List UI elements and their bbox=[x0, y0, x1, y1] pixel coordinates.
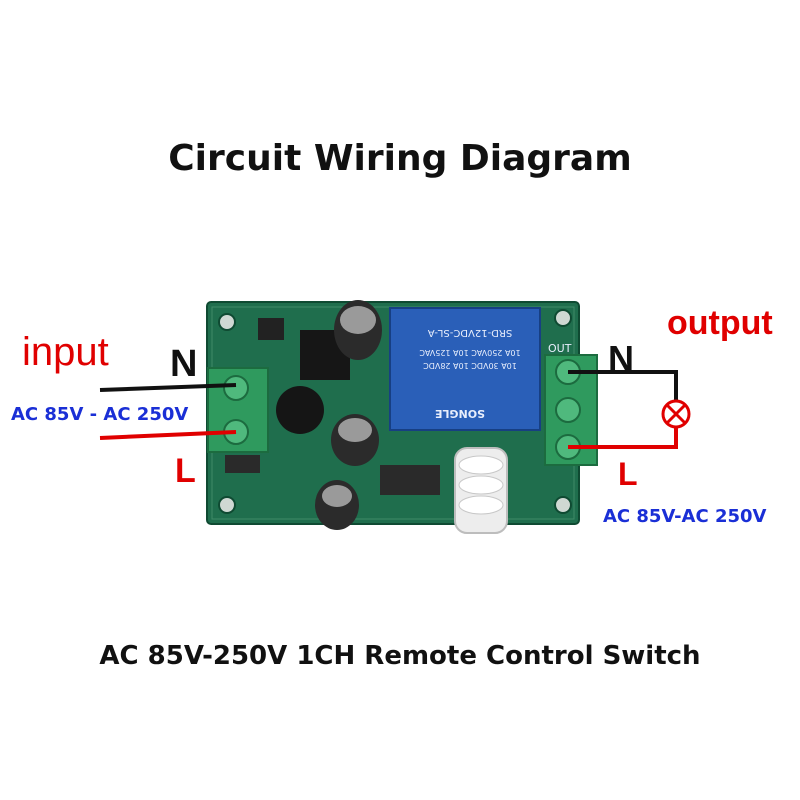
relay-model: SRD-12VDC-SL-A bbox=[428, 327, 513, 338]
lamp-icon bbox=[661, 399, 691, 429]
mount-hole bbox=[554, 309, 572, 327]
diagram-title: Circuit Wiring Diagram bbox=[168, 138, 632, 179]
resistor bbox=[225, 455, 260, 473]
capacitor-icon bbox=[334, 300, 382, 360]
input-voltage-label: AC 85V - AC 250V bbox=[11, 404, 189, 425]
input-live-label: L bbox=[175, 452, 196, 490]
mount-hole bbox=[218, 496, 236, 514]
input-neutral-label: N bbox=[170, 343, 198, 385]
input-neutral-wire bbox=[99, 383, 237, 392]
relay-rating: 10A 30VDC 10A 28VDC bbox=[423, 361, 517, 370]
product-subtitle: AC 85V-250V 1CH Remote Control Switch bbox=[99, 641, 701, 671]
output-live-wire bbox=[568, 427, 678, 449]
ic-chip bbox=[258, 318, 284, 340]
input-label: input bbox=[22, 330, 109, 374]
capacitor-icon bbox=[315, 480, 359, 530]
input-live-wire bbox=[99, 430, 237, 440]
ic-chip bbox=[380, 465, 440, 495]
output-label: output bbox=[667, 304, 773, 342]
output-neutral-wire bbox=[568, 370, 678, 402]
output-live-label: L bbox=[618, 456, 638, 492]
relay-icon: SRD-12VDC-SL-A 10A 250VAC 10A 125VAC 10A… bbox=[389, 307, 541, 431]
out-marking: OUT bbox=[548, 342, 572, 355]
relay-brand: SONGLE bbox=[435, 407, 485, 420]
output-neutral-label: N bbox=[608, 338, 634, 379]
mount-hole bbox=[554, 496, 572, 514]
screw-terminal bbox=[555, 397, 581, 423]
antenna-coil-icon bbox=[454, 447, 508, 534]
screw-terminal bbox=[223, 375, 249, 401]
mount-hole bbox=[218, 313, 236, 331]
input-terminal-block bbox=[207, 367, 269, 453]
relay-rating: 10A 250VAC 10A 125VAC bbox=[419, 348, 521, 357]
output-voltage-label: AC 85V-AC 250V bbox=[603, 506, 767, 527]
capacitor-icon bbox=[331, 414, 379, 466]
inductor bbox=[276, 386, 324, 434]
